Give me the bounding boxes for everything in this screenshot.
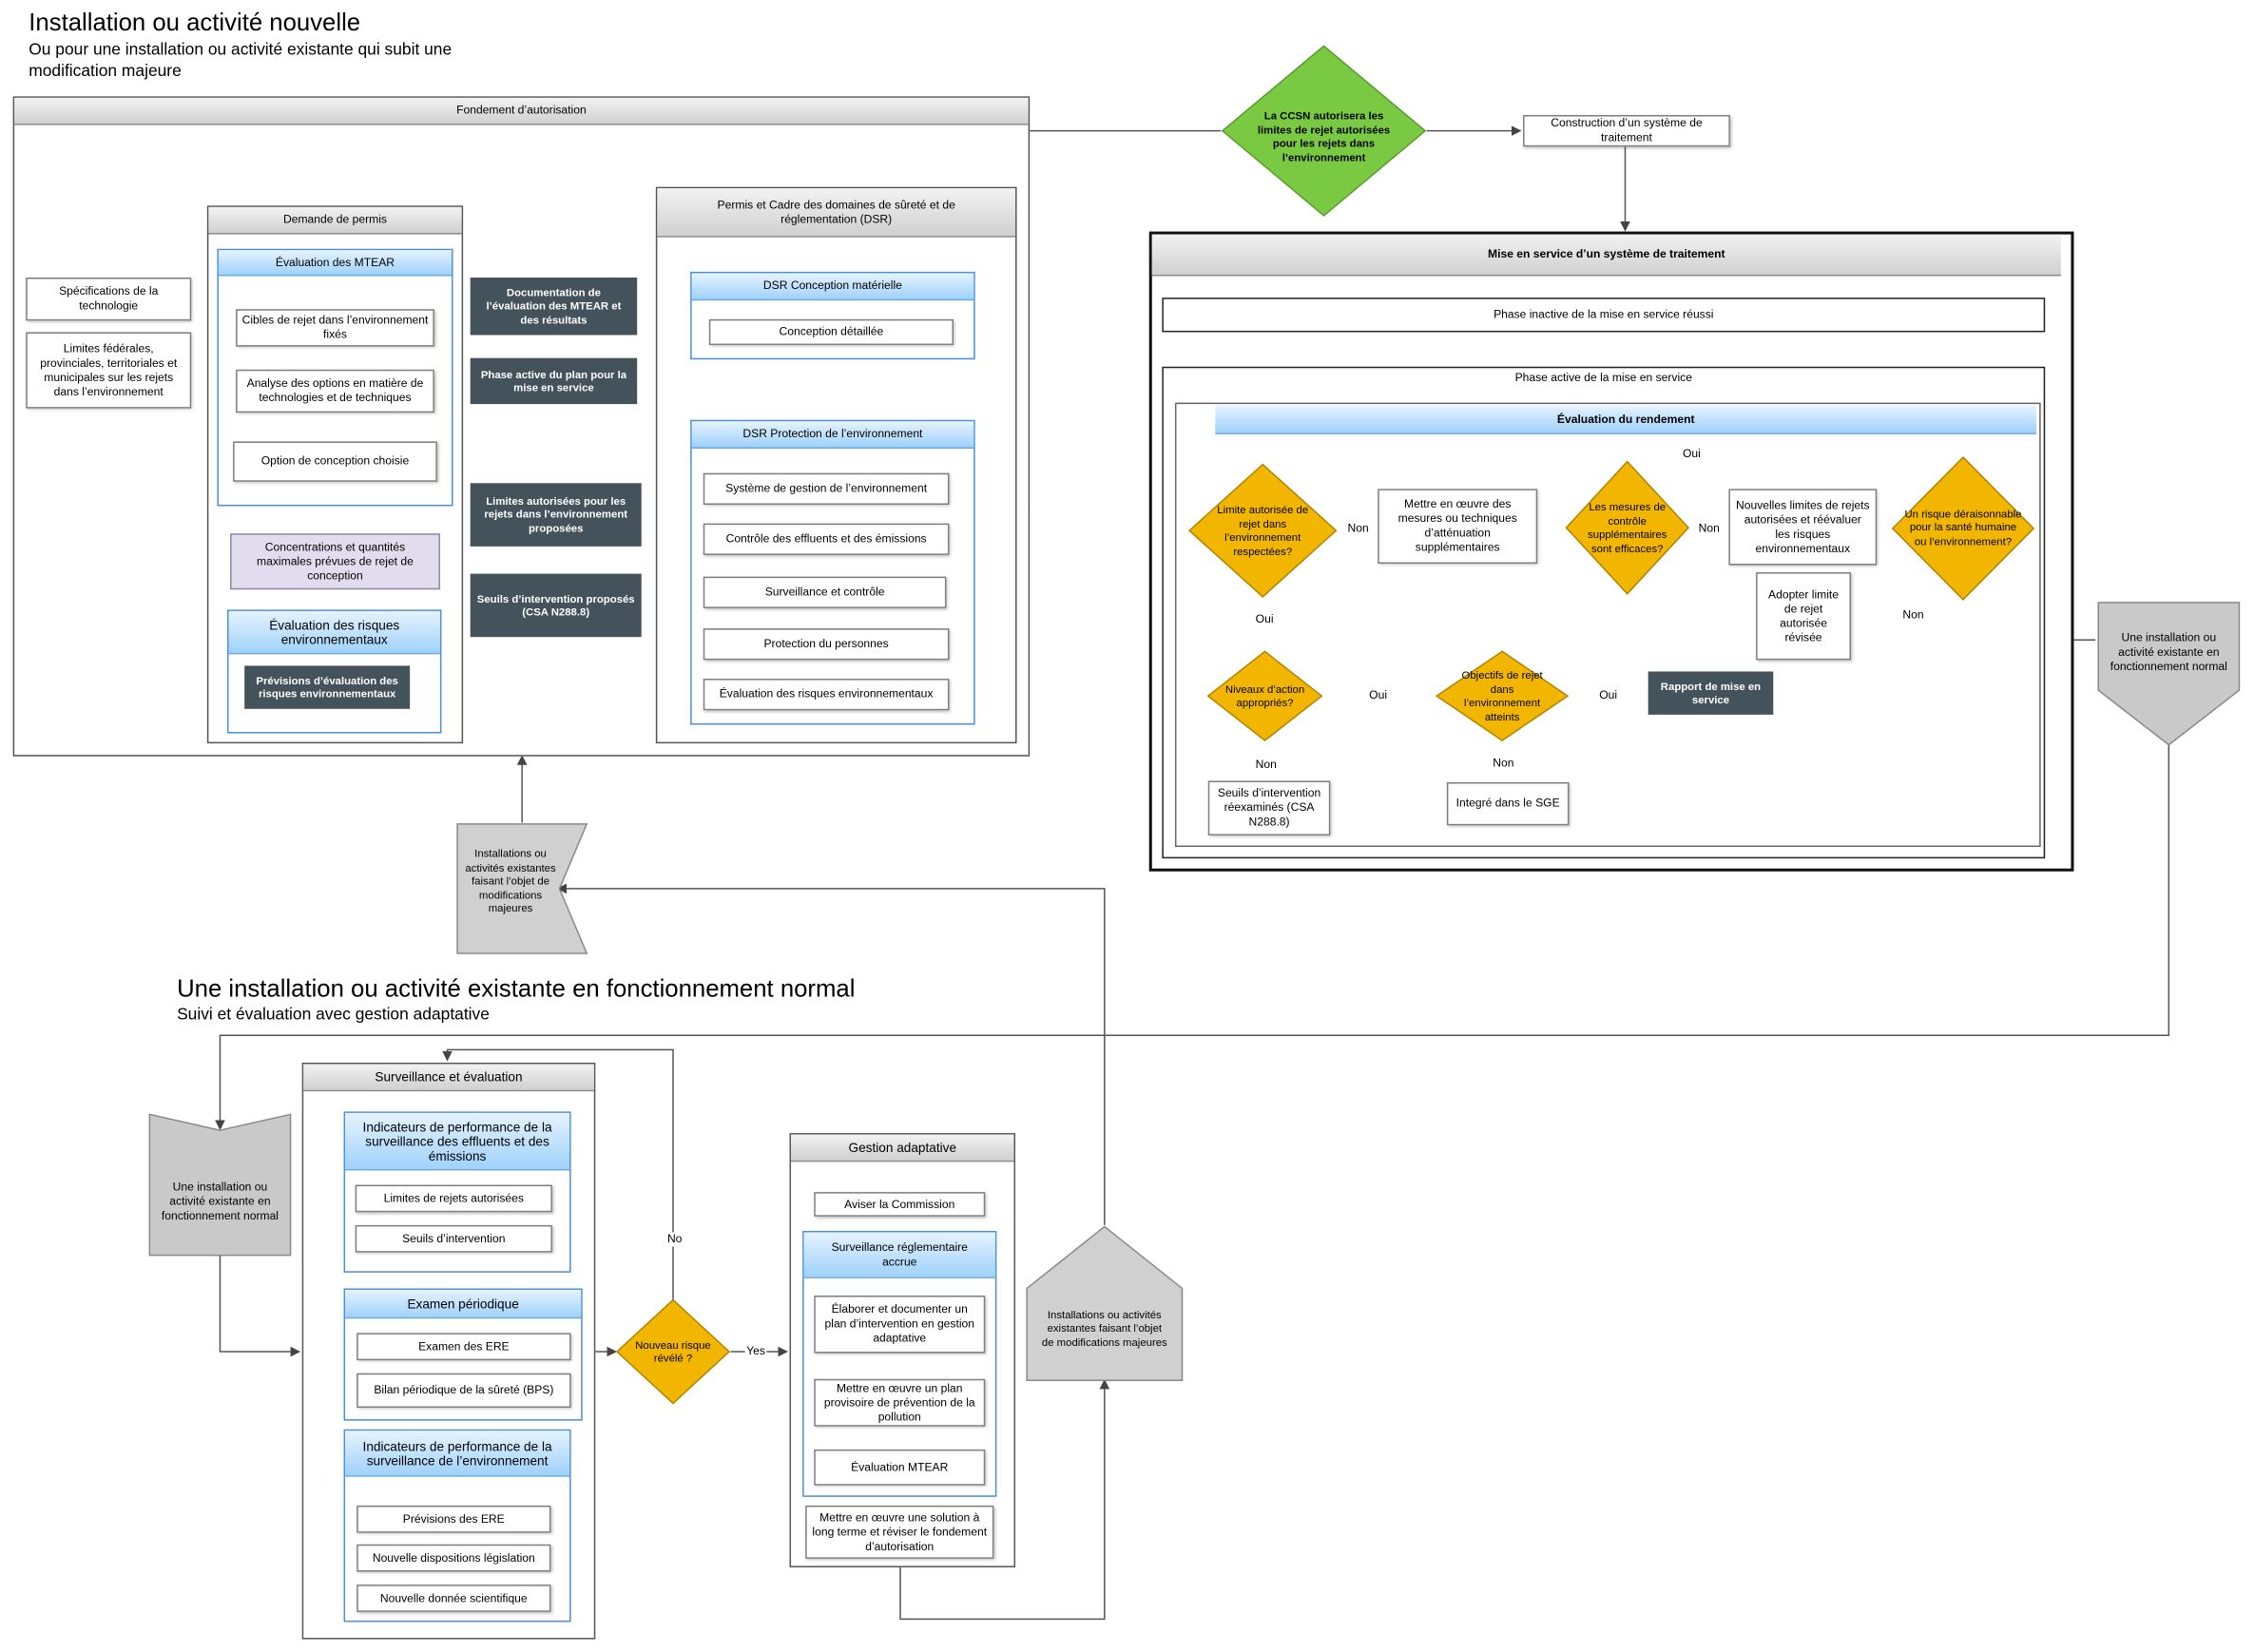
- doc-seuils-proposes: Seuils d’intervention proposés (CSA N288…: [470, 573, 642, 638]
- aviser-commission-box: Aviser la Commission: [814, 1192, 986, 1217]
- dsr-controle-effluents: Contrôle des effluents et des émissions: [703, 523, 950, 555]
- normal-ops-right-label: Une installation ou activité existante e…: [2110, 631, 2227, 673]
- integre-sge-box: Integré dans le SGE: [1446, 781, 1570, 826]
- normal-ops-left-shape: [148, 1113, 292, 1257]
- label-yes: Yes: [744, 1344, 767, 1359]
- surv-g1-header: Indicateurs de performance de la surveil…: [345, 1112, 570, 1171]
- normal-ops-left-label: Une installation ou activité existante e…: [161, 1181, 279, 1222]
- label-non-d2: Non: [1697, 522, 1722, 537]
- top-section-subtitle-line2: modification majeure: [29, 63, 182, 81]
- dsr-protection-personnes: Protection du personnes: [703, 628, 950, 661]
- ccsn-decision-diamond: La CCSN autorisera les limites de rejet …: [1257, 108, 1391, 163]
- doc-documentation-mtear: Documentation de l’évaluation des MTEAR …: [470, 277, 638, 336]
- phase-inactive-box: Phase inactive de la mise en service réu…: [1162, 298, 2046, 333]
- adopter-limite-box: Adopter limite de rejet autorisée révisé…: [1756, 572, 1851, 661]
- seuils-intervention-item: Seuils d’intervention: [355, 1224, 552, 1253]
- label-oui-d1: Oui: [1254, 612, 1276, 627]
- bottom-section-subtitle: Suivi et évaluation avec gestion adaptat…: [177, 1006, 490, 1025]
- evaluation-mtear-box: Évaluation MTEAR: [814, 1449, 986, 1486]
- nouvelle-donnee-item: Nouvelle donnée scientifique: [357, 1585, 551, 1612]
- dsr-protection-frame: [690, 419, 975, 725]
- existing-major-bottom-shape: [1026, 1225, 1184, 1382]
- doc-limites-proposees: Limites autorisées pour les rejets dans …: [470, 483, 642, 547]
- elaborer-plan-box: Élaborer et documenter un plan d’interve…: [814, 1296, 986, 1354]
- mise-en-service-header: Mise en service d’un système de traiteme…: [1151, 234, 2061, 277]
- rendement-header: Évaluation du rendement: [1215, 405, 2037, 434]
- limite-respectee-diamond: Limite autorisée de rejet dans l’environ…: [1217, 503, 1309, 558]
- fondement-header: Fondement d’autorisation: [14, 97, 1029, 125]
- ccsn-diamond-shape: [1221, 45, 1427, 217]
- nouvelles-limites-box: Nouvelles limites de rejets autorisées e…: [1728, 489, 1878, 566]
- nouvelle-legislation-item: Nouvelle dispositions législation: [357, 1544, 551, 1572]
- gestion-header: Gestion adaptative: [791, 1134, 1014, 1162]
- d1-diamond-shape: [1187, 463, 1338, 598]
- label-oui-d5: Oui: [1597, 688, 1619, 703]
- construction-box: Construction d’un système de traitement: [1523, 115, 1730, 147]
- label-non-d1: Non: [1345, 522, 1371, 537]
- dsr-evaluation-risques: Évaluation des risques environnementaux: [703, 679, 950, 711]
- label-oui-d3: Oui: [1681, 447, 1703, 462]
- label-non-d3: Non: [1900, 607, 1926, 624]
- permis-header: Permis et Cadre des domaines de sûreté e…: [657, 188, 1016, 238]
- top-section-subtitle-line1: Ou pour une installation ou activité exi…: [29, 41, 453, 60]
- mtear-header: Évaluation des MTEAR: [218, 250, 453, 277]
- existing-major-bottom-label: Installations ou activités existantes fa…: [1041, 1308, 1167, 1349]
- normal-ops-right-shape: [2097, 602, 2241, 746]
- dsr-surveillance-controle: Surveillance et contrôle: [703, 576, 947, 608]
- dsr-conception-header: DSR Conception matérielle: [691, 273, 974, 301]
- mtear-step-analyse: Analyse des options en matière de techno…: [236, 369, 434, 413]
- surveillance-header: Surveillance et évaluation: [303, 1064, 594, 1092]
- label-non-d4: Non: [1254, 758, 1279, 773]
- nouveau-risque-diamond-shape: [615, 1298, 731, 1405]
- label-oui-d4: Oui: [1367, 688, 1389, 703]
- nouveau-risque-diamond: Nouveau risque révélé ?: [635, 1337, 711, 1365]
- dsr-protection-header: DSR Protection de l’environnement: [691, 421, 974, 449]
- d4-diamond-shape: [1206, 650, 1323, 742]
- limites-rejets-autorisees-item: Limites de rejets autorisées: [355, 1184, 552, 1213]
- bottom-section-title: Une installation ou activité existante e…: [177, 974, 856, 1003]
- previsions-ere-item: Prévisions des ERE: [357, 1505, 551, 1533]
- demande-header: Demande de permis: [208, 206, 462, 235]
- accrue-header: Surveillance réglementaire accrue: [803, 1232, 995, 1278]
- doc-phase-active-plan: Phase active du plan pour la mise en ser…: [470, 357, 638, 405]
- objectifs-atteints-diamond: Objectifs de rejet dans l’environnement …: [1461, 668, 1543, 723]
- phase-active-frame: [1162, 366, 2046, 859]
- surv-g3-header: Indicateurs de performance de la surveil…: [345, 1431, 570, 1477]
- surv-g2-header: Examen périodique: [345, 1289, 582, 1319]
- phase-active-label: Phase active de la mise en service: [1514, 371, 1692, 384]
- input-specifications: Spécifications de la technologie: [26, 277, 192, 321]
- concentrations-box: Concentrations et quantités maximales pr…: [230, 533, 440, 590]
- d3-diamond-shape: [1891, 455, 2035, 601]
- bilan-periodique-item: Bilan périodique de la sûreté (BPS): [357, 1373, 571, 1409]
- mtear-step-option: Option de conception choisie: [233, 441, 437, 482]
- d2-diamond-shape: [1565, 460, 1690, 595]
- risques-header: Évaluation des risques environnementaux: [228, 610, 440, 655]
- dsr-systeme-gestion: Système de gestion de l’environnement: [703, 472, 950, 505]
- niveaux-action-diamond: Niveaux d’action appropriés?: [1224, 682, 1305, 709]
- label-no: No: [665, 1232, 684, 1247]
- plan-provisoire-box: Mettre en œuvre un plan provisoire de pr…: [814, 1378, 986, 1427]
- solution-long-terme-box: Mettre en œuvre une solution à long term…: [805, 1505, 994, 1559]
- rapport-mise-en-service-doc: Rapport de mise en service: [1648, 671, 1774, 715]
- examen-ere-item: Examen des ERE: [357, 1333, 571, 1361]
- rendement-frame: [1174, 402, 2041, 848]
- mesures-attenuation-box: Mettre en œuvre des mesures ou technique…: [1378, 489, 1538, 565]
- existing-major-top-shape: [456, 823, 588, 954]
- seuils-reexamines-box: Seuils d’intervention réexaminés (CSA N2…: [1207, 780, 1331, 836]
- mesures-efficaces-diamond: Les mesures de contrôle supplémentaires …: [1588, 500, 1667, 555]
- label-non-d5: Non: [1491, 756, 1516, 771]
- top-section-title: Installation ou activité nouvelle: [29, 9, 361, 36]
- mtear-step-cibles: Cibles de rejet dans l’environnement fix…: [236, 309, 434, 347]
- existing-major-top-label: Installations ou activités existantes fa…: [465, 847, 556, 915]
- dsr-conception-detaillee: Conception détaillée: [708, 318, 954, 346]
- input-limites: Limites fédérales, provinciales, territo…: [26, 332, 192, 409]
- d5-diamond-shape: [1435, 650, 1570, 742]
- risque-deraisonnable-diamond: Un risque déraisonnable pour la santé hu…: [1904, 507, 2022, 547]
- previsions-doc: Prévisions d’évaluation des risques envi…: [244, 665, 411, 709]
